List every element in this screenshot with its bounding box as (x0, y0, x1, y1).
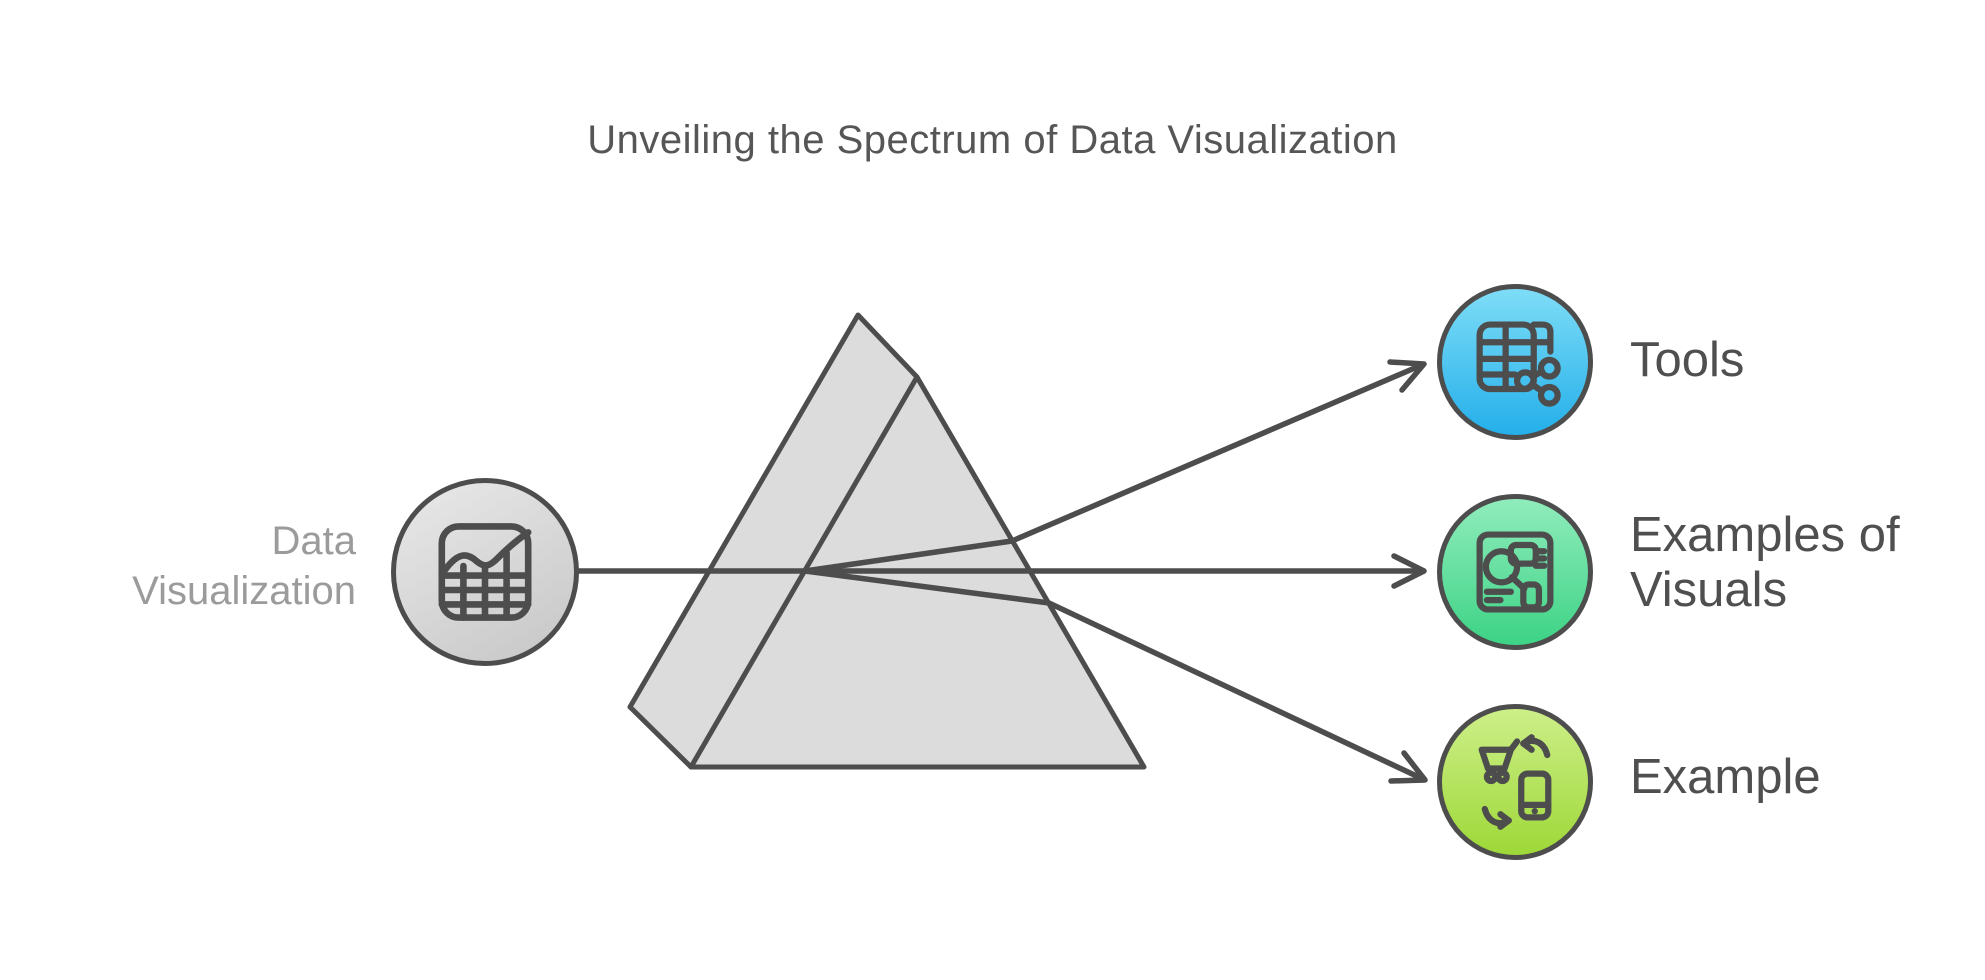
report-visual-icon (1476, 531, 1554, 613)
output-label-examples: Examples of Visuals (1630, 508, 1900, 618)
cart-phone-sync-icon (1478, 734, 1552, 830)
output-node-examples (1437, 494, 1593, 650)
output-label-examples-line2: Visuals (1630, 563, 1788, 617)
output-label-tools: Tools (1630, 333, 1744, 388)
prism-shape (627, 312, 1147, 770)
input-label: Data Visualization (56, 516, 356, 616)
output-label-example-line1: Example (1630, 750, 1821, 804)
ray-bottom (804, 568, 1427, 783)
output-node-example (1437, 704, 1593, 860)
output-label-examples-line1: Examples of (1630, 508, 1900, 562)
input-label-line2: Visualization (132, 569, 356, 613)
page-title: Unveiling the Spectrum of Data Visualiza… (587, 118, 1398, 162)
arrowhead-bottom (1388, 750, 1428, 784)
output-label-tools-line1: Tools (1630, 333, 1745, 387)
arrowhead-middle (1391, 553, 1427, 589)
chart-table-icon (438, 523, 532, 621)
output-label-example: Example (1630, 750, 1821, 805)
input-node-circle (391, 478, 579, 666)
table-share-icon (1476, 321, 1561, 407)
ray-top (804, 361, 1426, 574)
input-label-line1: Data (271, 519, 357, 563)
arrowhead-top (1387, 359, 1427, 393)
output-node-tools (1437, 284, 1593, 440)
